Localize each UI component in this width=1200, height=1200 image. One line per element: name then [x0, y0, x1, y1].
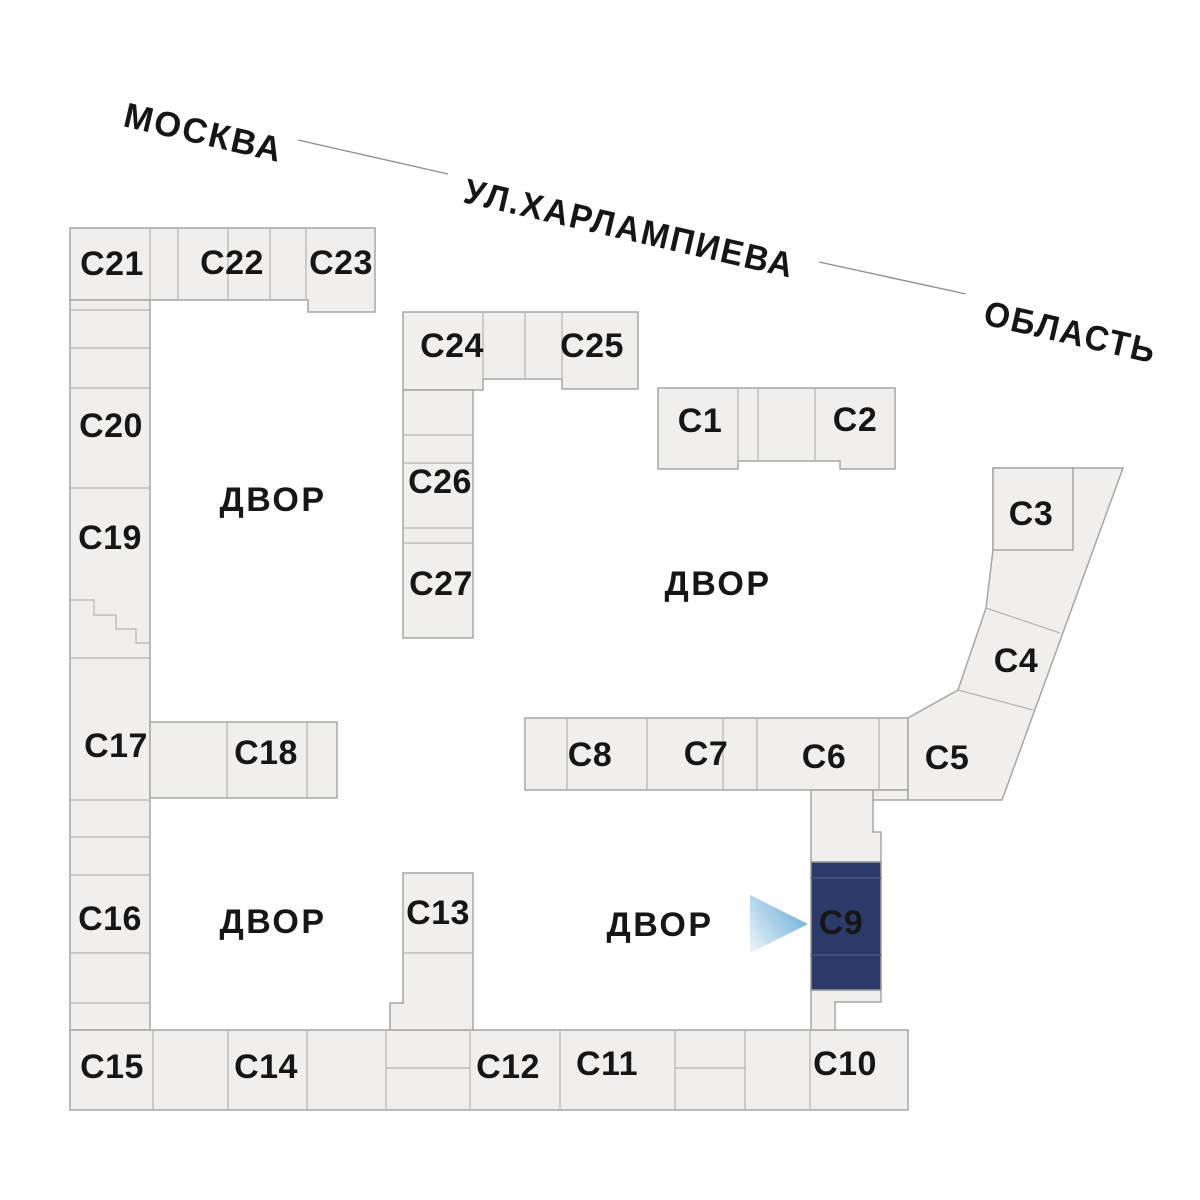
- building-c8[interactable]: [567, 718, 647, 790]
- label-c20: С20: [79, 407, 143, 445]
- label-c22: С22: [200, 244, 264, 282]
- building-c6[interactable]: [757, 718, 879, 790]
- building-bar-c1-c2: [657, 387, 896, 470]
- courtyard-label-3: ДВОР: [219, 903, 326, 941]
- courtyard-label-1: ДВОР: [219, 481, 326, 519]
- label-c8: С8: [568, 736, 612, 774]
- label-c21: С21: [80, 245, 144, 283]
- street-region-label: ОБЛАСТЬ: [980, 294, 1160, 372]
- label-c25: С25: [560, 327, 624, 365]
- label-c1: С1: [678, 402, 722, 440]
- building-c15[interactable]: [70, 1030, 153, 1110]
- label-c16: С16: [78, 900, 142, 938]
- building-c18[interactable]: [227, 722, 307, 798]
- building-c19[interactable]: [70, 488, 150, 643]
- building-c4[interactable]: [965, 615, 1055, 705]
- label-c18: С18: [234, 734, 298, 772]
- label-c12: С12: [476, 1048, 540, 1086]
- building-column-c26-c27: [402, 389, 474, 639]
- label-c24: С24: [420, 327, 484, 365]
- building-stub-below-c9: [810, 989, 882, 1031]
- block-hit-targets: [70, 228, 1073, 1110]
- label-c15: С15: [80, 1048, 144, 1086]
- block-labels: С21 С22 С23 С20 С19 С17 С18 С16 С15 С14 …: [78, 244, 1053, 1086]
- building-c17[interactable]: [70, 658, 150, 800]
- label-c7: С7: [684, 735, 728, 773]
- building-c1[interactable]: [658, 388, 738, 469]
- building-c25[interactable]: [562, 312, 638, 389]
- courtyard-labels: ДВОР ДВОР ДВОР ДВОР: [219, 481, 771, 944]
- building-c7[interactable]: [647, 718, 723, 790]
- selected-arrow-icon: [750, 895, 808, 953]
- label-c23: С23: [309, 244, 373, 282]
- label-c5: С5: [925, 739, 969, 777]
- building-c27[interactable]: [403, 543, 473, 638]
- building-c9-dividers: [811, 877, 881, 956]
- street-name-label: УЛ.ХАРЛАМПИЕВА: [460, 172, 798, 286]
- building-c5[interactable]: [879, 718, 989, 793]
- building-stub-above-c9: [810, 789, 882, 863]
- building-c2[interactable]: [815, 388, 895, 469]
- building-wing-right: [907, 467, 1125, 801]
- courtyard-label-4: ДВОР: [606, 906, 713, 944]
- label-c10: С10: [813, 1045, 877, 1083]
- building-c10[interactable]: [810, 1030, 908, 1110]
- label-c6: С6: [802, 738, 846, 776]
- street-line-1: [297, 139, 449, 175]
- label-c2: С2: [833, 401, 877, 439]
- building-c12[interactable]: [470, 1030, 560, 1110]
- building-bar-c18: [149, 721, 338, 799]
- building-shells: [69, 227, 1125, 1111]
- building-c3[interactable]: [993, 468, 1073, 550]
- label-c14: С14: [234, 1048, 298, 1086]
- label-c3: С3: [1009, 495, 1053, 533]
- building-c24[interactable]: [403, 312, 483, 390]
- street-line-2: [818, 261, 967, 295]
- building-c22[interactable]: [178, 228, 270, 300]
- building-c13[interactable]: [403, 873, 473, 953]
- label-c13: С13: [406, 894, 470, 932]
- label-c4: С4: [994, 642, 1038, 680]
- courtyard-label-2: ДВОР: [664, 565, 771, 603]
- building-c21[interactable]: [70, 228, 150, 300]
- building-c11[interactable]: [560, 1030, 675, 1110]
- street-city-label: МОСКВА: [120, 96, 287, 170]
- building-column-c13: [389, 872, 474, 1031]
- section-dividers: [70, 228, 1061, 1110]
- building-c26[interactable]: [403, 463, 473, 528]
- building-c23[interactable]: [306, 228, 375, 312]
- label-c19: С19: [78, 519, 142, 557]
- building-bar-bottom: [69, 1029, 909, 1111]
- label-c11: С11: [576, 1045, 638, 1083]
- label-c27: С27: [409, 565, 473, 603]
- building-c9-selected[interactable]: [810, 861, 882, 991]
- label-c9: С9: [819, 904, 863, 942]
- building-c14[interactable]: [228, 1030, 307, 1110]
- label-c26: С26: [408, 463, 472, 501]
- building-cell-c3: [992, 467, 1074, 551]
- selected-building-c9: С9: [750, 861, 882, 991]
- building-c16[interactable]: [70, 875, 150, 953]
- label-c17: С17: [84, 727, 148, 765]
- building-c20[interactable]: [70, 388, 150, 488]
